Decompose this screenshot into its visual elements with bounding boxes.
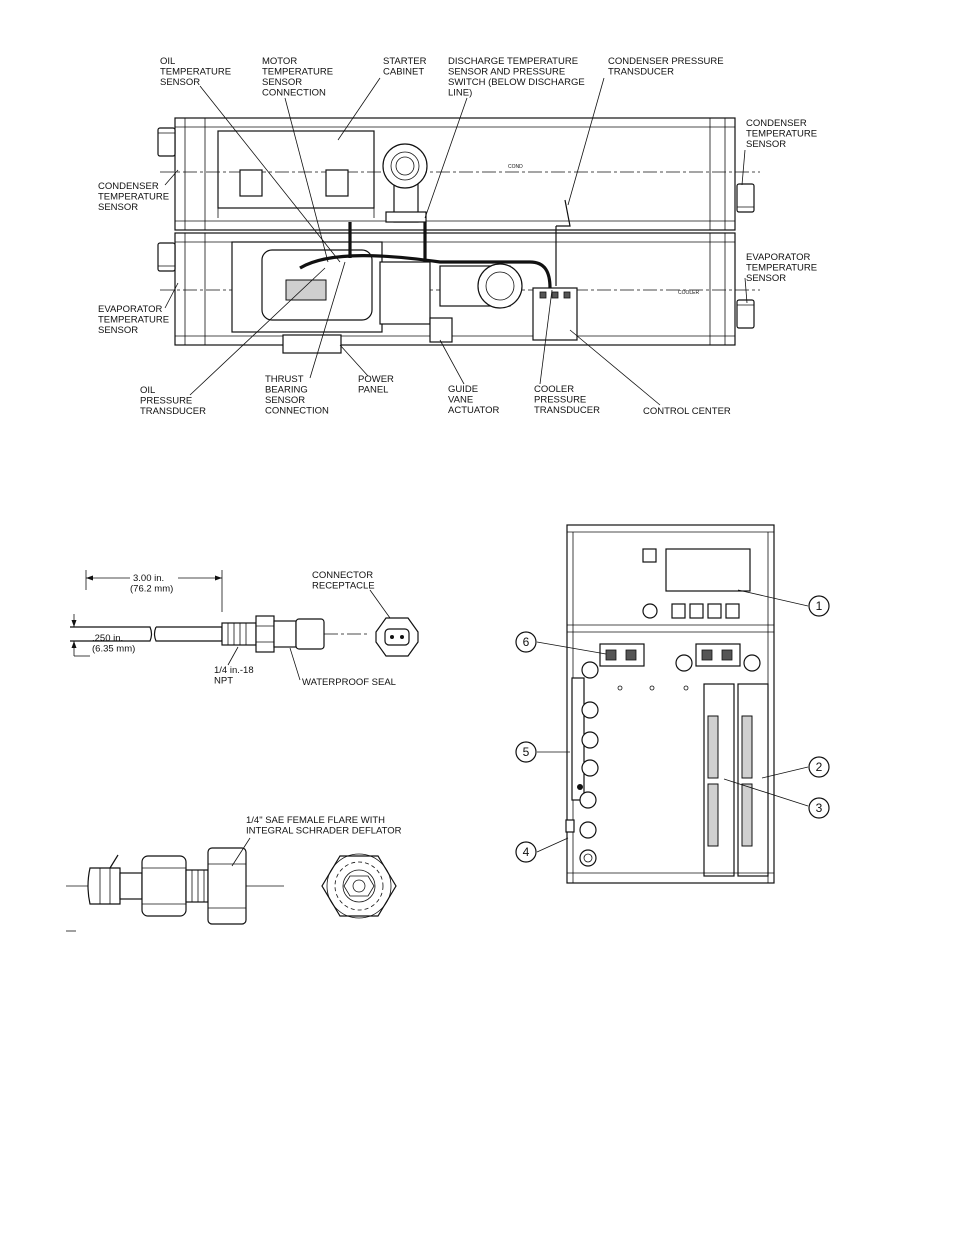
label-guide-vane-actuator: GUIDE VANE ACTUATOR (448, 384, 500, 416)
control-panel-small-key (642, 548, 657, 563)
label-oil-temperature-sensor: OIL TEMPERATURE SENSOR (160, 56, 234, 88)
softkey-4 (725, 603, 740, 619)
label-starter-cabinet: STARTER CABINET (383, 56, 429, 78)
callout-5: 5 (515, 741, 537, 763)
lid-display (665, 548, 751, 592)
cond-tag: COND (508, 164, 523, 170)
power-panel (282, 334, 342, 354)
temperature-sensor-drawing: 3.00 in. (76.2 mm) .250 in. (6.35 mm) 1/… (70, 570, 419, 688)
callout-2: 2 (808, 756, 830, 778)
label-oil-pressure-transducer: OIL PRESSURE TRANSDUCER (140, 385, 206, 417)
label-condenser-temperature-sensor-left: CONDENSER TEMPERATURE SENSOR (98, 181, 172, 213)
softkey-3 (707, 603, 722, 619)
discharge-flange (382, 143, 428, 189)
transducer-hex-end-view (321, 855, 397, 917)
svg-text:3: 3 (816, 801, 823, 815)
svg-text:1: 1 (816, 599, 823, 613)
length-dim-label: 3.00 in. (76.2 mm) (130, 573, 173, 595)
label-thrust-bearing-sensor: THRUST BEARING SENSOR CONNECTION (265, 374, 329, 417)
callout-4: 4 (515, 841, 537, 863)
callout-1: 1 (808, 595, 830, 617)
label-discharge-temperature-sensor: DISCHARGE TEMPERATURE SENSOR AND PRESSUR… (448, 56, 587, 99)
label-condenser-pressure-transducer: CONDENSER PRESSURE TRANSDUCER (608, 56, 726, 78)
label-cooler-pressure-transducer: COOLER PRESSURE TRANSDUCER (534, 384, 600, 416)
callout-6: 6 (515, 631, 537, 653)
diameter-dim-label: .250 in. (6.35 mm) (92, 633, 135, 655)
callout-3: 3 (808, 797, 830, 819)
pressure-transducer-drawing: 1/4" SAE FEMALE FLARE WITH INTEGRAL SCHR… (66, 815, 402, 932)
label-evaporator-temperature-sensor-right: EVAPORATOR TEMPERATURE SENSOR (746, 252, 820, 284)
label-evaporator-temperature-sensor-left: EVAPORATOR TEMPERATURE SENSOR (98, 304, 172, 336)
control-panel-round-button (642, 603, 658, 619)
processor-module-2 (737, 683, 769, 877)
softkey-1 (671, 603, 686, 619)
chiller-assembly-drawing: COND COOLER OIL TEMPERATURE SENSOR (98, 56, 820, 417)
label-condenser-temperature-sensor-right: CONDENSER TEMPERATURE SENSOR (746, 118, 820, 150)
starter-cabinet (217, 130, 375, 209)
connector-receptacle-label: CONNECTOR RECEPTACLE (312, 570, 376, 592)
thread-label: 1/4 in.-18 NPT (214, 665, 256, 687)
softkey-2 (689, 603, 704, 619)
waterproof-seal-label: WATERPROOF SEAL (302, 677, 396, 688)
svg-text:5: 5 (523, 745, 530, 759)
flare-label: 1/4" SAE FEMALE FLARE WITH INTEGRAL SCHR… (246, 815, 402, 837)
svg-text:2: 2 (816, 760, 823, 774)
processor-module-1 (703, 683, 735, 877)
control-center-panel-drawing: 1 2 3 4 5 6 (515, 524, 830, 884)
control-center-enclosure (566, 524, 775, 884)
label-control-center: CONTROL CENTER (643, 406, 731, 417)
svg-text:4: 4 (523, 845, 530, 859)
label-power-panel: POWER PANEL (358, 374, 397, 396)
cooler-tag: COOLER (678, 290, 700, 296)
svg-text:6: 6 (523, 635, 530, 649)
leader-lines (164, 77, 748, 406)
label-motor-temperature-sensor: MOTOR TEMPERATURE SENSOR CONNECTION (262, 56, 336, 99)
